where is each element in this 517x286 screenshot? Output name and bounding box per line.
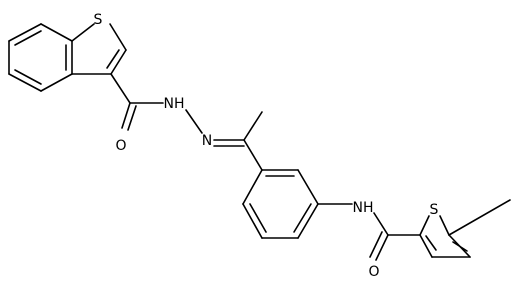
bond	[8, 73, 42, 92]
bond	[452, 241, 468, 252]
atom-nh-hydrazide: NH	[164, 96, 185, 112]
bond	[369, 231, 383, 258]
bond	[14, 30, 42, 46]
bond	[110, 73, 131, 104]
bond	[373, 212, 389, 236]
bond	[71, 23, 95, 42]
atom-label-layer: S NH N O NH O S	[94, 12, 439, 280]
bond	[8, 23, 42, 42]
bond	[127, 105, 137, 131]
bond	[106, 49, 120, 69]
bond	[448, 199, 511, 236]
bond	[14, 69, 42, 85]
atom-s-benzothiophene: S	[94, 12, 103, 28]
bond	[110, 49, 127, 75]
bond	[109, 23, 127, 51]
bond	[243, 139, 263, 171]
bond	[242, 203, 263, 239]
bond	[40, 73, 73, 92]
atom-n-hydrazone: N	[202, 133, 212, 149]
bond	[425, 235, 437, 251]
bond	[419, 234, 433, 258]
bond	[40, 23, 73, 42]
atom-nh-amide: NH	[353, 200, 374, 216]
bond	[419, 215, 430, 236]
bond	[297, 169, 319, 205]
atom-o-amide: O	[368, 264, 379, 280]
bond	[242, 169, 263, 205]
bond	[375, 234, 389, 261]
atom-s-thiophene: S	[430, 202, 439, 218]
bond	[293, 203, 312, 233]
bond	[249, 203, 267, 233]
bond	[243, 111, 263, 141]
bond	[439, 215, 450, 236]
bond	[185, 109, 203, 134]
atom-o-hydrazide: O	[115, 138, 126, 154]
bond-layer	[8, 23, 511, 261]
bond	[121, 102, 131, 129]
bond	[297, 203, 319, 239]
